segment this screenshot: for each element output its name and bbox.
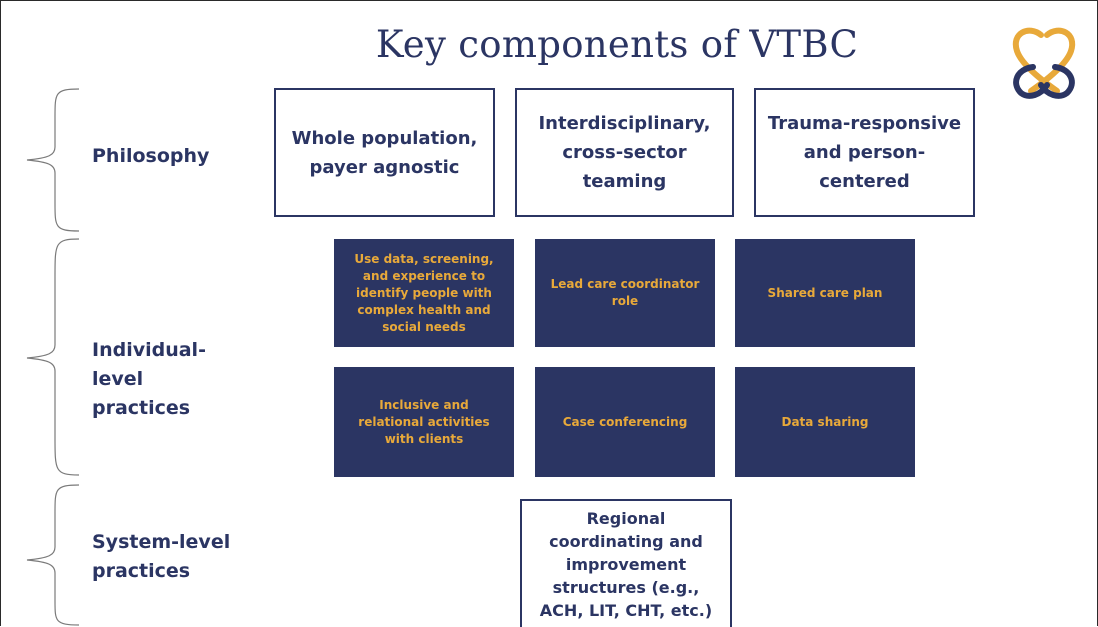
practice-box-inclusive-activities: Inclusive and relational activities with… [334, 367, 514, 477]
row-label-philosophy: Philosophy [92, 145, 210, 167]
philosophy-brace [26, 88, 80, 232]
practice-box-lead-care-coordinator: Lead care coordinator role [535, 239, 715, 347]
philosophy-box-trauma-responsive: Trauma-responsive and person-centered [754, 88, 975, 217]
row-label-system-level-practices: System-level practices [92, 531, 231, 582]
slide-title: Key components of VTBC [375, 23, 859, 66]
practice-box-data-sharing: Data sharing [735, 367, 915, 477]
practice-box-identify-people: Use data, screening, and experience to i… [334, 239, 514, 347]
row-label-individual-level-practices: Individual-level practices [92, 339, 206, 419]
practice-box-shared-care-plan: Shared care plan [735, 239, 915, 347]
system-brace [26, 484, 80, 626]
individual-brace [26, 238, 80, 476]
interlocking-heart-logo-icon [1012, 27, 1076, 99]
practice-box-case-conferencing: Case conferencing [535, 367, 715, 477]
philosophy-box-whole-population: Whole population, payer agnostic [274, 88, 495, 217]
system-box-regional-structures: Regional coordinating and improvement st… [520, 499, 732, 627]
philosophy-box-interdisciplinary: Interdisciplinary, cross-sector teaming [515, 88, 734, 217]
